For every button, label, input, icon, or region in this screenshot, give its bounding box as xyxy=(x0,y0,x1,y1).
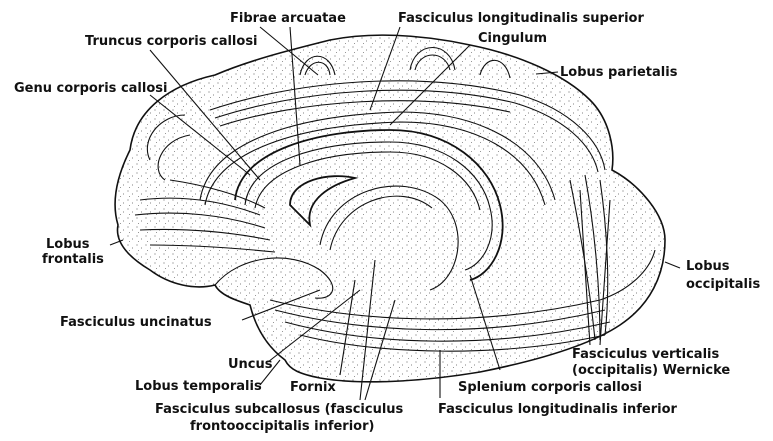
label-fasciculus-uncinatus: Fasciculus uncinatus xyxy=(60,315,212,330)
label-fasciculus-longitudinalis-inferior: Fasciculus longitudinalis inferior xyxy=(438,402,678,417)
cingulum-fibers xyxy=(199,111,556,206)
leader-lines xyxy=(109,26,681,401)
label-lobus-occipitalis-line1: Lobus xyxy=(686,259,730,274)
superior-longitudinal-fibers xyxy=(209,80,606,173)
uncinate-hook xyxy=(214,257,334,299)
label-fibrae-arcuatae: Fibrae arcuatae xyxy=(230,11,346,26)
frontal-fan-fibers xyxy=(134,179,276,253)
corpus-callosum-band-inner xyxy=(244,141,493,271)
label-uncus: Uncus xyxy=(228,357,273,372)
label-fornix: Fornix xyxy=(290,380,336,395)
corpus-callosum-band xyxy=(234,129,504,281)
frontal-gyri xyxy=(146,114,191,181)
label-lobus-frontalis-line2: frontalis xyxy=(42,252,104,267)
label-fasciculus-verticalis-line1: Fasciculus verticalis xyxy=(572,347,719,362)
label-fasciculus-subcallosus-line1: Fasciculus subcallosus (fasciculus xyxy=(155,402,404,417)
hemisphere-outline xyxy=(114,34,666,383)
label-fasciculus-verticalis-line2: (occipitalis) Wernicke xyxy=(572,363,730,378)
label-fasciculus-longitudinalis-superior: Fasciculus longitudinalis superior xyxy=(398,11,644,26)
label-lobus-occipitalis-line2: occipitalis xyxy=(686,277,760,292)
label-lobus-temporalis: Lobus temporalis xyxy=(135,379,262,394)
arcuate-fibers xyxy=(299,46,511,79)
label-cingulum: Cingulum xyxy=(478,31,547,46)
fornix-arch xyxy=(319,185,459,291)
label-lobus-frontalis-line1: Lobus xyxy=(46,237,90,252)
label-lobus-parietalis: Lobus parietalis xyxy=(560,65,678,80)
label-truncus-corporis-callosi: Truncus corporis callosi xyxy=(85,34,258,49)
label-splenium-corporis-callosi: Splenium corporis callosi xyxy=(458,380,642,395)
label-genu-corporis-callosi: Genu corporis callosi xyxy=(14,81,167,96)
genu-hook xyxy=(289,175,359,228)
inferior-fasciculi xyxy=(269,249,656,352)
label-fasciculus-subcallosus-line2: frontooccipitalis inferior) xyxy=(190,419,374,434)
